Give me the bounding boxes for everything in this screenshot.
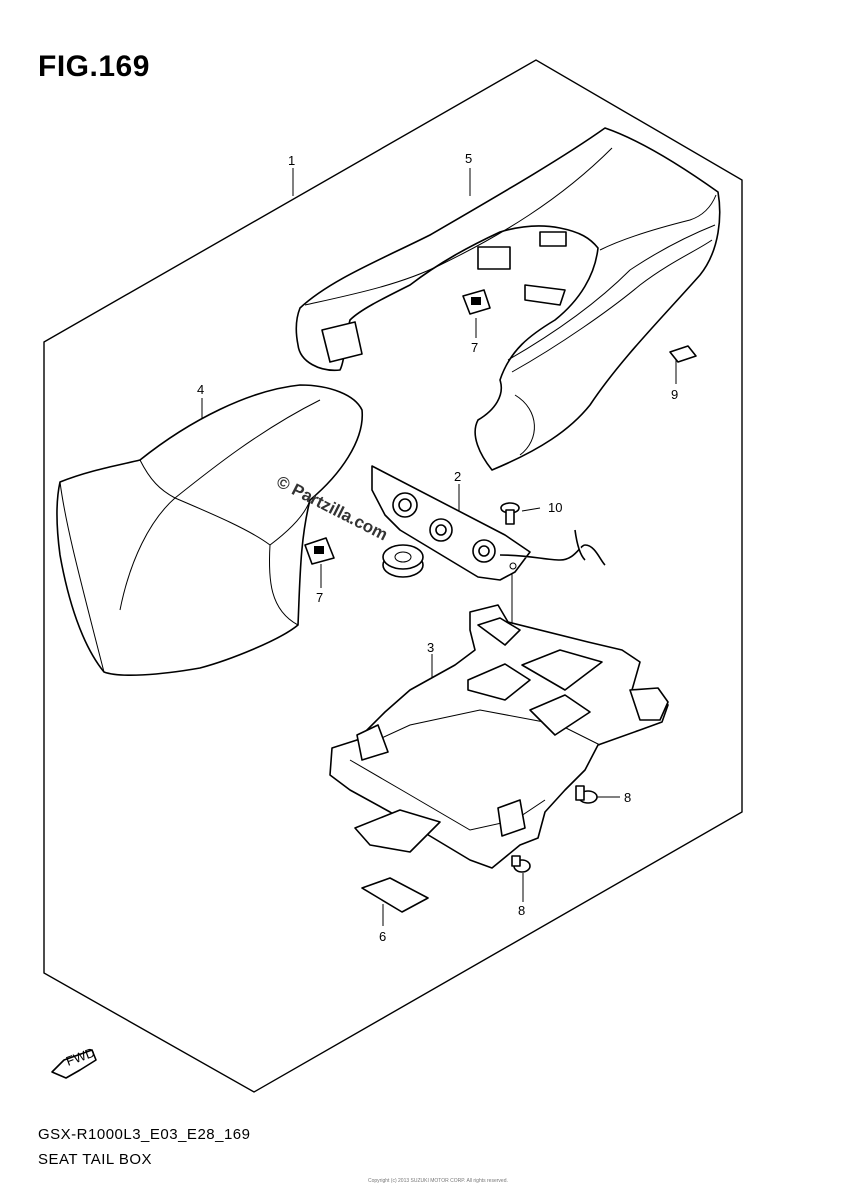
- callout-1: 1: [288, 153, 295, 168]
- callout-5: 5: [465, 151, 472, 166]
- screw-10: [500, 502, 520, 525]
- copyright-fine-print: Copyright (c) 2013 SUZUKI MOTOR CORP. Al…: [368, 1178, 508, 1184]
- rubber-grommet: [382, 544, 424, 578]
- bracket-plate: [371, 465, 606, 581]
- nut-7-upper: [462, 289, 491, 315]
- bolt-8-right: [575, 785, 598, 804]
- callout-4: 4: [197, 382, 204, 397]
- nut-7-lower: [304, 537, 335, 565]
- callout-8-lower: 8: [518, 903, 525, 918]
- callout-7-upper: 7: [471, 340, 478, 355]
- tail-box-tray: [329, 604, 669, 869]
- forward-direction-arrow: FWD: [51, 1045, 97, 1079]
- diagram-title: SEAT TAIL BOX: [38, 1151, 153, 1168]
- callout-10: 10: [548, 500, 562, 515]
- bolt-8-lower: [511, 855, 531, 873]
- label-9: [669, 345, 697, 363]
- pad-6: [361, 877, 429, 913]
- callout-3: 3: [427, 640, 434, 655]
- callout-6: 6: [379, 929, 386, 944]
- figure-title: FIG.169: [38, 50, 150, 83]
- callout-numbers: 1 2 3 4 5 6 7 7 8 8 9 10: [197, 151, 678, 944]
- diagram-code: GSX-R1000L3_E03_E28_169: [38, 1126, 251, 1143]
- callout-2: 2: [454, 469, 461, 484]
- callout-7-lower: 7: [316, 590, 323, 605]
- seat-tail-cover: [295, 127, 721, 471]
- assembly-boundary: [43, 59, 743, 1093]
- callout-8-right: 8: [624, 790, 631, 805]
- seat-cushion: [56, 384, 363, 676]
- callout-9: 9: [671, 387, 678, 402]
